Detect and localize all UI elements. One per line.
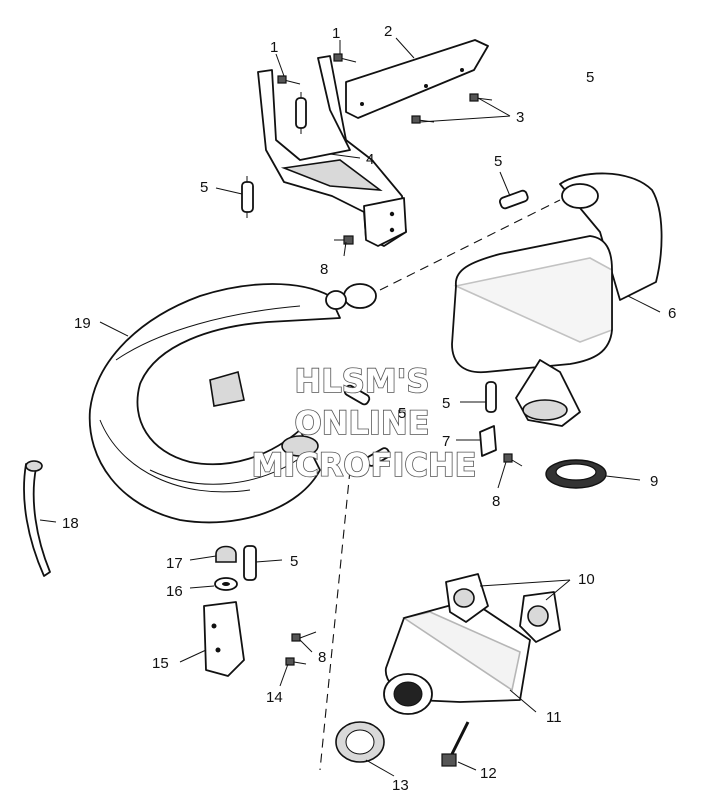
exhaust-manifold[interactable] — [383, 599, 531, 715]
alignment-line — [319, 469, 351, 771]
callout-10: 10 — [578, 571, 595, 588]
flange-gasket-b[interactable] — [519, 591, 561, 643]
spring-5-center-a[interactable] — [343, 384, 371, 406]
callout-5c: 5 — [494, 153, 502, 170]
callout-11: 11 — [546, 709, 562, 726]
nut-8-bracket[interactable] — [334, 235, 354, 245]
callout-8a: 8 — [320, 261, 328, 278]
callout-8b: 8 — [492, 493, 500, 510]
bolt-12[interactable] — [441, 721, 470, 767]
washer[interactable] — [214, 577, 238, 591]
spring-5-lower[interactable] — [243, 545, 257, 581]
callout-18: 18 — [62, 515, 79, 532]
screw-1b[interactable] — [333, 53, 357, 63]
nut-14[interactable] — [285, 657, 307, 666]
leader-lines — [39, 37, 661, 777]
muffler[interactable] — [379, 172, 663, 427]
gasket-ring[interactable] — [545, 459, 607, 489]
callout-14: 14 — [266, 689, 283, 706]
lower-bracket[interactable] — [203, 601, 245, 677]
heat-shield-plate[interactable] — [345, 39, 489, 119]
callout-12: 12 — [480, 765, 497, 782]
bolt-8-lower[interactable] — [291, 631, 317, 642]
spring-5-center-b[interactable] — [365, 447, 391, 468]
callout-5a: 5 — [586, 69, 594, 86]
callout-13: 13 — [392, 777, 409, 794]
callout-9: 9 — [650, 473, 658, 490]
mounting-tab[interactable] — [479, 425, 497, 457]
callout-17: 17 — [166, 555, 183, 572]
callout-2: 2 — [384, 23, 392, 40]
spring-5-top[interactable] — [295, 92, 307, 134]
expansion-chamber[interactable] — [88, 283, 377, 524]
watermark-line-1: HLSM'S — [295, 362, 430, 400]
callout-5f: 5 — [290, 553, 298, 570]
callout-8c: 8 — [318, 649, 326, 666]
callout-15: 15 — [152, 655, 169, 672]
callout-3: 3 — [516, 109, 524, 126]
callout-5e: 5 — [398, 405, 406, 422]
callout-16: 16 — [166, 583, 183, 600]
nut-8-tab[interactable] — [503, 453, 523, 467]
watermark: HLSM'S ONLINE MICROFICHE — [251, 361, 478, 485]
callout-numbers: 1 1 2 3 4 5 5 5 5 5 5 6 7 8 8 8 9 10 11 … — [62, 23, 676, 794]
watermark-line-3: MICROFICHE — [252, 446, 477, 484]
callout-5d: 5 — [442, 395, 450, 412]
strap[interactable] — [23, 460, 51, 577]
cap[interactable] — [215, 545, 237, 563]
callout-19: 19 — [74, 315, 91, 332]
spring-5-right[interactable] — [485, 381, 497, 413]
callout-4: 4 — [366, 151, 374, 168]
spring-5-muffler[interactable] — [499, 189, 529, 210]
spring-5-left[interactable] — [241, 176, 254, 218]
exhaust-bracket[interactable] — [257, 55, 407, 247]
screw-1a[interactable] — [277, 75, 301, 85]
flange-gasket-a[interactable] — [445, 573, 489, 623]
callout-5b: 5 — [200, 179, 208, 196]
callout-6: 6 — [668, 305, 676, 322]
callout-1b: 1 — [332, 25, 340, 42]
watermark-line-2: ONLINE — [295, 404, 430, 442]
sealing-ring[interactable] — [335, 721, 385, 763]
callout-1a: 1 — [270, 39, 278, 56]
callout-7: 7 — [442, 433, 450, 450]
